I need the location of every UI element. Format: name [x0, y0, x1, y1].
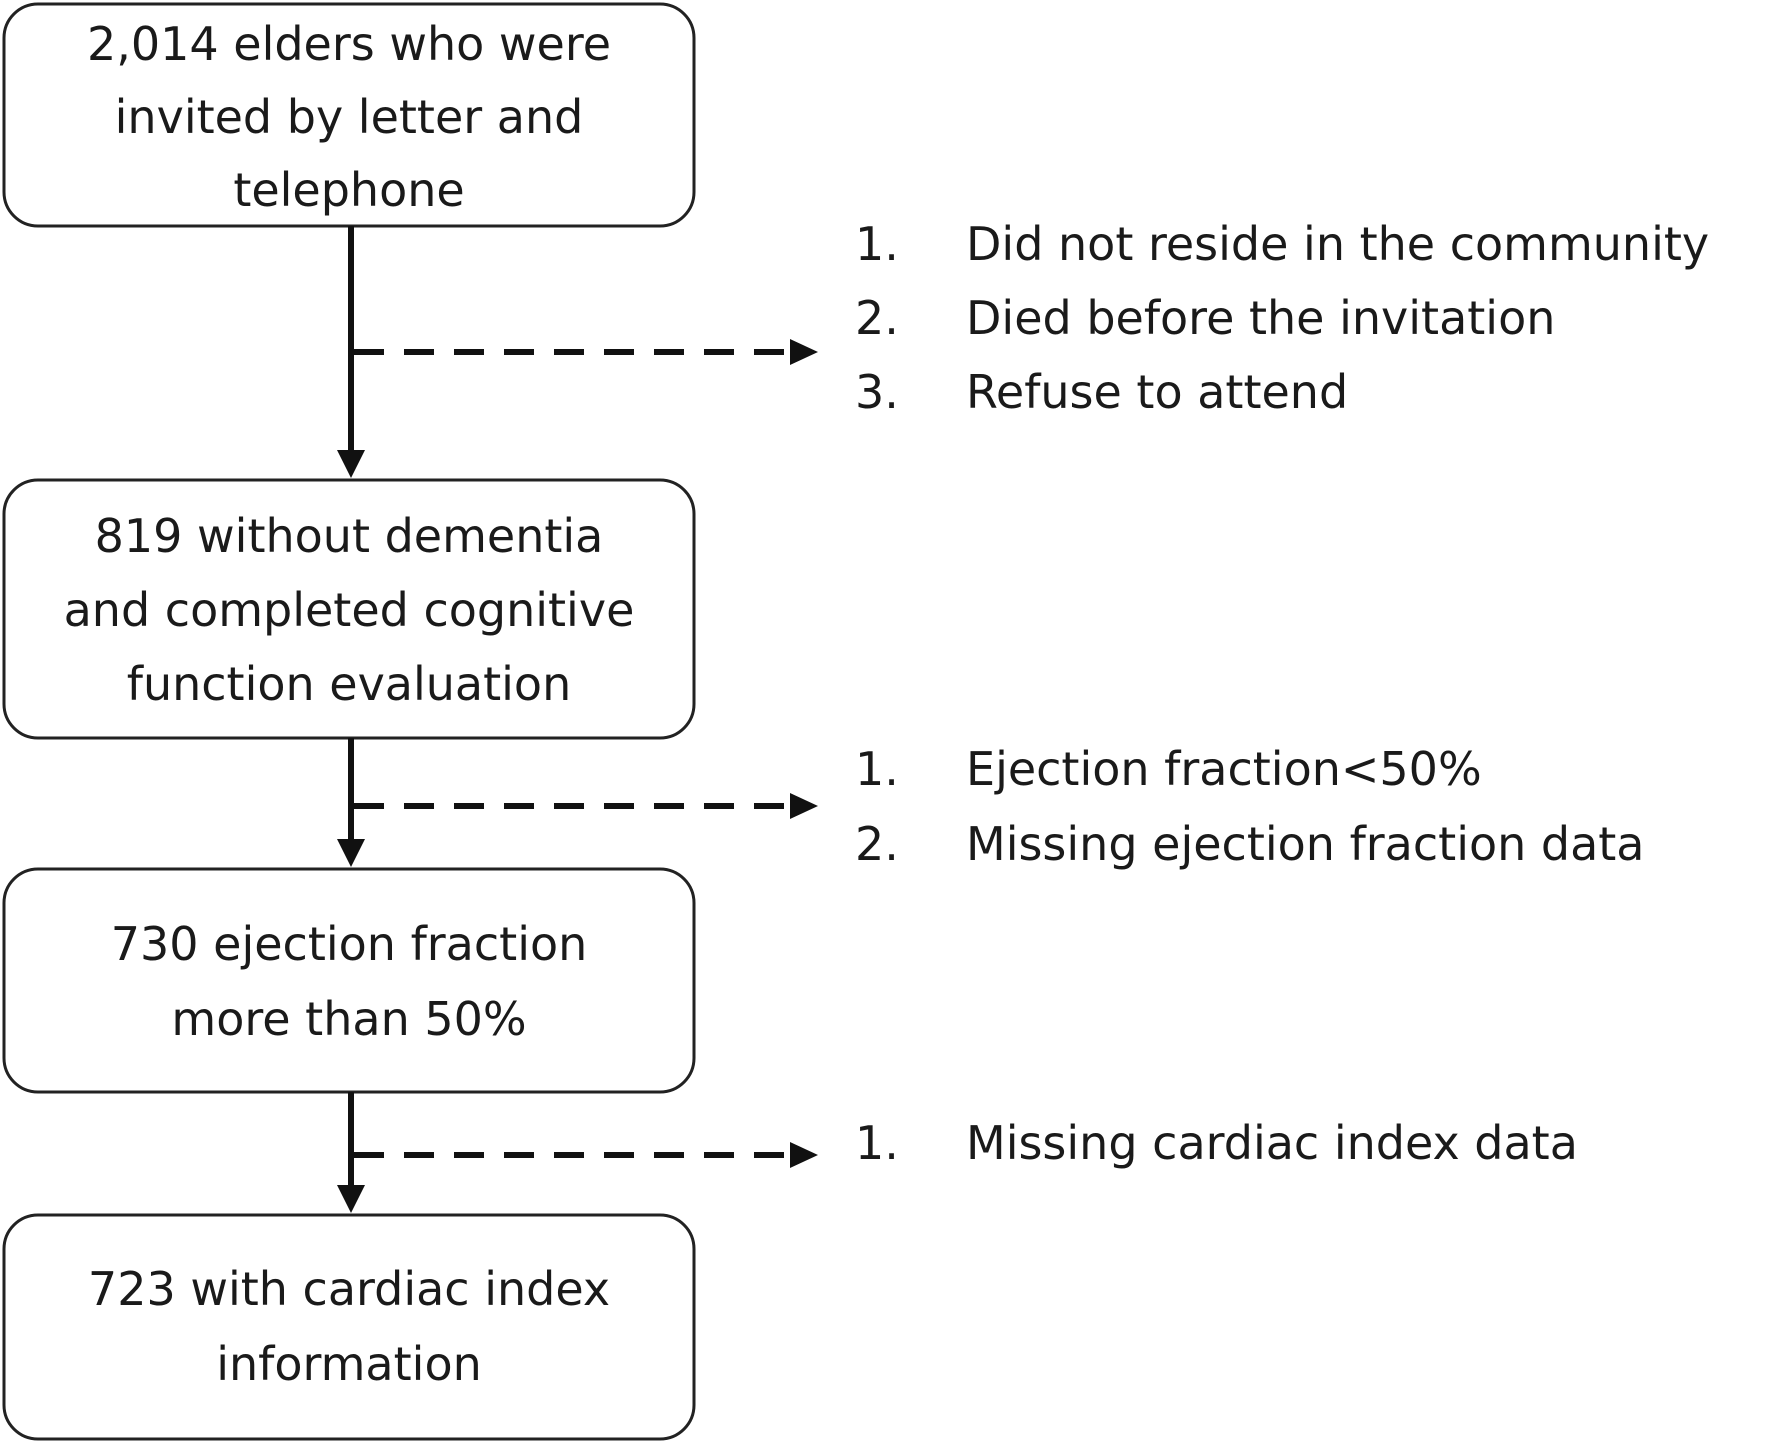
- flow-arrow-3: [337, 1092, 365, 1213]
- exclusion-3-item-1-text: Missing cardiac index data: [966, 1116, 1578, 1170]
- exclusion-1-item-1-number: 1.: [855, 217, 899, 271]
- exclusion-3-item-1-number: 1.: [855, 1116, 899, 1170]
- exclusion-2-item-1-text: Ejection fraction<50%: [966, 742, 1482, 796]
- exclusion-1-item-2-number: 2.: [855, 291, 899, 345]
- exclusion-1-item-3-text: Refuse to attend: [966, 365, 1348, 419]
- box-invited: 2,014 elders who were invited by letter …: [2, 2, 696, 228]
- box-invited-line-1: 2,014 elders who were: [87, 17, 611, 71]
- exclusion-list-2: 1. Ejection fraction<50% 2. Missing ejec…: [855, 742, 1645, 871]
- exclusion-list-1: 1. Did not reside in the community 2. Di…: [855, 217, 1709, 419]
- box-invited-line-2: invited by letter and: [115, 90, 584, 144]
- exclusion-2-item-2-number: 2.: [855, 817, 899, 871]
- box-cardiac-index: 723 with cardiac index information: [2, 1213, 696, 1441]
- flow-arrow-1: [337, 226, 365, 478]
- box-ejection-fraction: 730 ejection fraction more than 50%: [2, 867, 696, 1094]
- box-ejection-fraction-line-2: more than 50%: [171, 992, 526, 1046]
- box-invited-line-3: telephone: [233, 163, 464, 217]
- exclusion-list-3: 1. Missing cardiac index data: [855, 1116, 1578, 1170]
- box-cardiac-index-line-1: 723 with cardiac index: [88, 1262, 610, 1316]
- exclusion-1-item-3-number: 3.: [855, 365, 899, 419]
- exclusion-2-item-1-number: 1.: [855, 742, 899, 796]
- box-without-dementia: 819 without dementia and completed cogni…: [2, 478, 696, 740]
- exclusion-1-item-2-text: Died before the invitation: [966, 291, 1555, 345]
- box-without-dementia-line-3: function evaluation: [127, 657, 571, 711]
- exclusion-arrow-2: [354, 793, 818, 819]
- box-cardiac-index-line-2: information: [216, 1337, 482, 1391]
- box-without-dementia-line-2: and completed cognitive: [64, 583, 635, 637]
- exclusion-arrow-1: [354, 339, 818, 365]
- flow-arrow-2: [337, 738, 365, 867]
- box-without-dementia-line-1: 819 without dementia: [95, 509, 604, 563]
- exclusion-arrow-3: [354, 1142, 818, 1168]
- exclusion-2-item-2-text: Missing ejection fraction data: [966, 817, 1645, 871]
- exclusion-1-item-1-text: Did not reside in the community: [966, 217, 1709, 271]
- box-ejection-fraction-line-1: 730 ejection fraction: [111, 917, 588, 971]
